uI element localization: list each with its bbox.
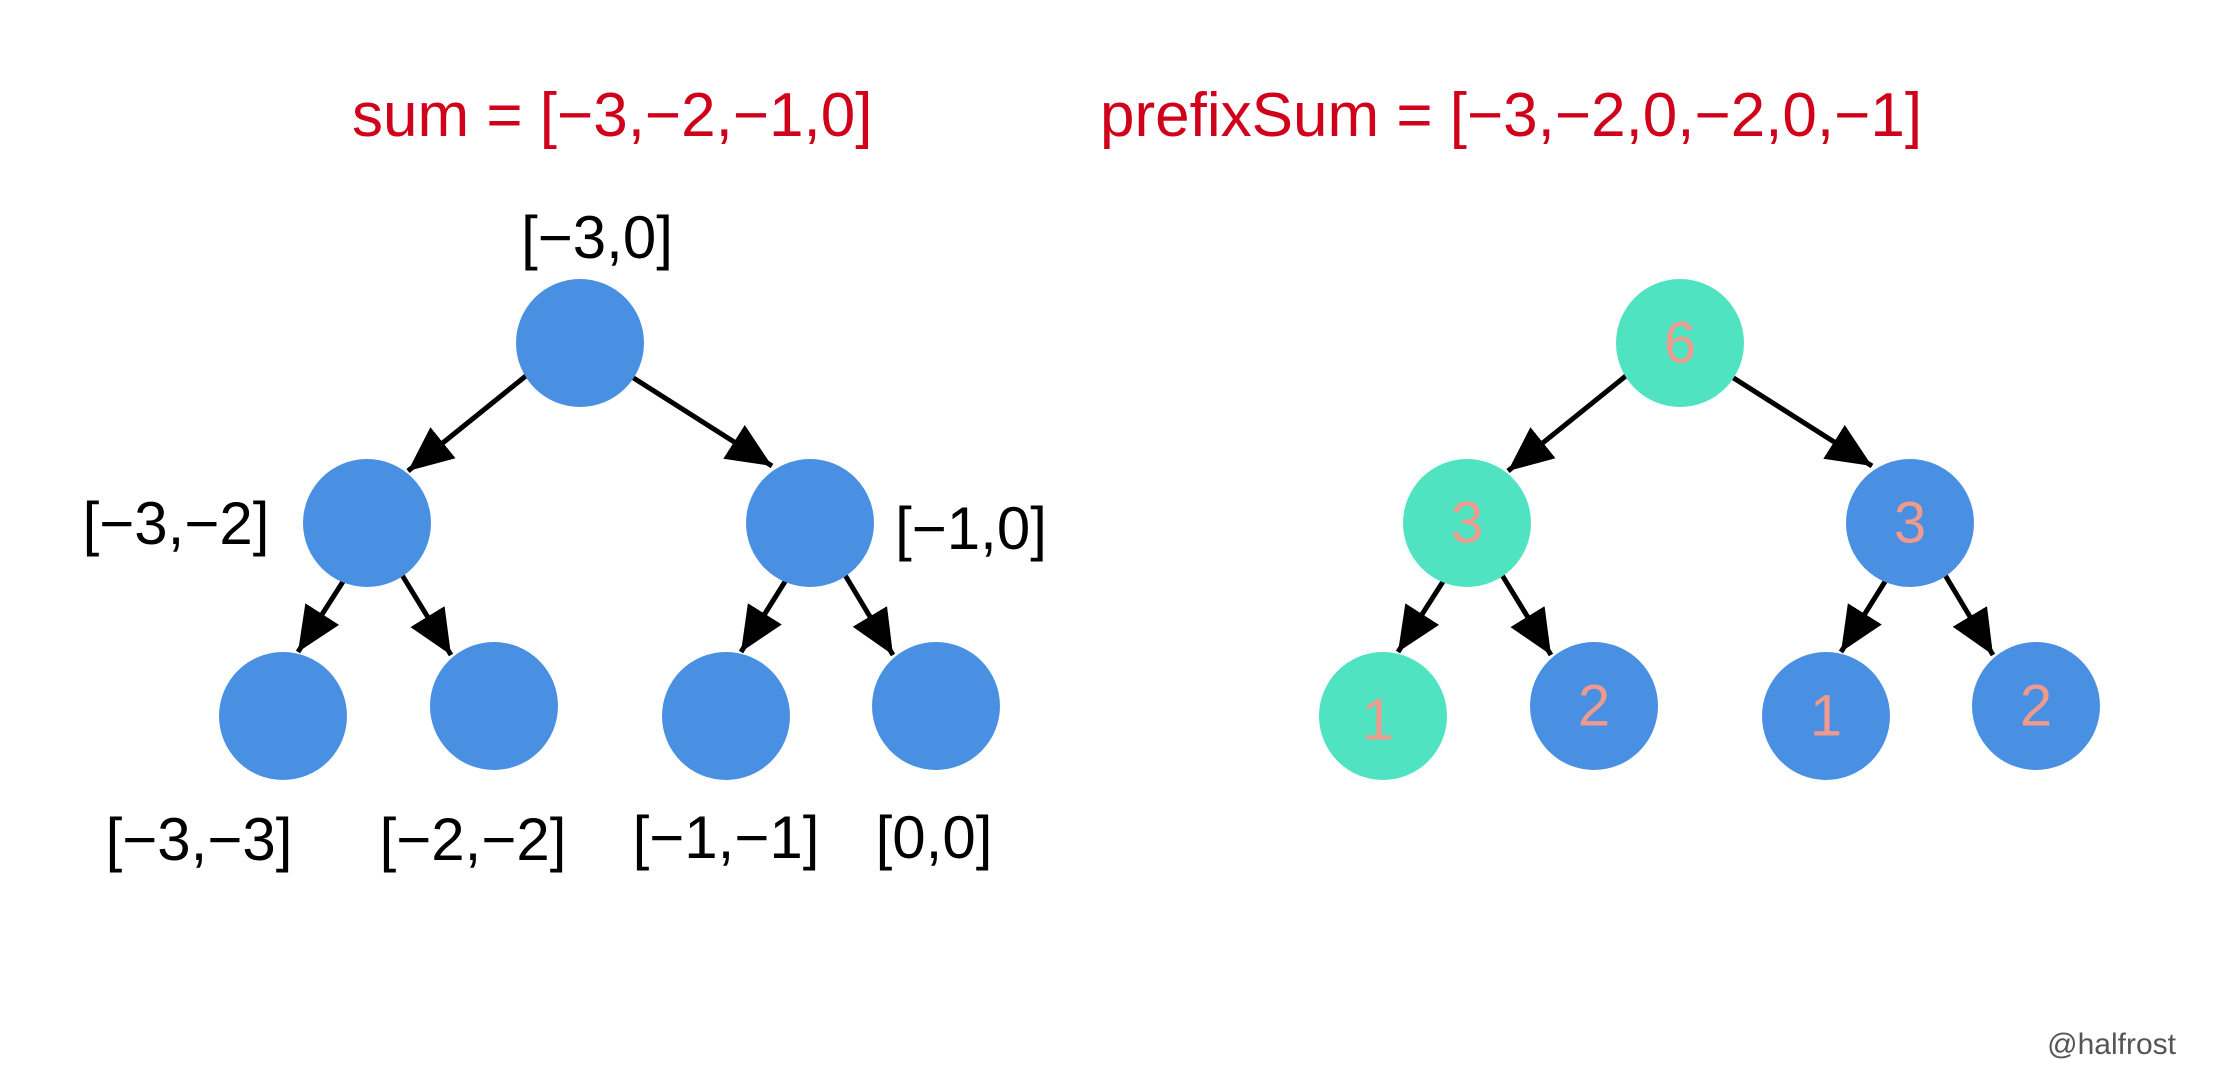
node-value-right-right: 2	[2020, 674, 2052, 739]
node-value-left-left: 1	[1362, 688, 1394, 753]
prefix-sum-array-headline: prefixSum = [−3,−2,0,−2,0,−1]	[1100, 81, 1922, 150]
edge-right-to-right-right	[842, 573, 896, 657]
right-tree-values: 6 3 3 1 2 1 2	[1362, 311, 2052, 753]
range-label-right: [−1,0]	[895, 495, 1047, 562]
range-label-right-right: [0,0]	[876, 804, 993, 871]
range-label-right-left: [−1,−1]	[633, 804, 820, 871]
tree-node-right	[1846, 459, 1974, 587]
left-tree-nodes	[219, 279, 1000, 780]
range-label-root: [−3,0]	[521, 204, 673, 271]
tree-node-left-left	[219, 652, 347, 780]
edge-left-to-left-right	[1499, 573, 1554, 657]
edge-root-to-right	[630, 374, 774, 469]
edge-left-to-left-right	[399, 573, 454, 657]
range-label-left-left: [−3,−3]	[106, 806, 293, 873]
tree-node-root	[516, 279, 644, 407]
edge-root-to-left	[1506, 373, 1629, 473]
node-value-left-right: 2	[1578, 674, 1610, 739]
edge-right-to-right-right	[1942, 573, 1996, 657]
tree-node-left	[1403, 459, 1531, 587]
tree-node-root	[1616, 279, 1744, 407]
tree-node-right	[746, 459, 874, 587]
edge-root-to-right	[1730, 374, 1874, 469]
edge-left-to-left-left	[295, 578, 347, 654]
left-tree-edges	[295, 373, 896, 657]
tree-node-left-left	[1319, 652, 1447, 780]
tree-node-left	[303, 459, 431, 587]
sum-array-headline: sum = [−3,−2,−1,0]	[352, 81, 872, 150]
node-value-right: 3	[1894, 491, 1926, 556]
author-credit: @halfrost	[2047, 1028, 2176, 1061]
edge-right-to-right-left	[738, 578, 789, 654]
right-tree-nodes	[1319, 279, 2100, 780]
edge-right-to-right-left	[1838, 578, 1889, 654]
edge-left-to-left-left	[1395, 578, 1447, 654]
tree-node-right-left	[1762, 652, 1890, 780]
tree-node-left-right	[1530, 642, 1658, 770]
node-value-left: 3	[1451, 491, 1483, 556]
left-tree-range-labels: [−3,0] [−3,−2] [−1,0] [−3,−3] [−2,−2] [−…	[83, 204, 1047, 873]
node-value-root: 6	[1664, 311, 1696, 376]
tree-node-right-left	[662, 652, 790, 780]
tree-node-right-right	[1972, 642, 2100, 770]
range-label-left-right: [−2,−2]	[380, 806, 567, 873]
node-value-right-left: 1	[1810, 684, 1842, 749]
edge-root-to-left	[406, 373, 529, 473]
tree-node-left-right	[430, 642, 558, 770]
range-label-left: [−3,−2]	[83, 490, 270, 557]
right-tree-edges	[1395, 373, 1996, 657]
tree-node-right-right	[872, 642, 1000, 770]
